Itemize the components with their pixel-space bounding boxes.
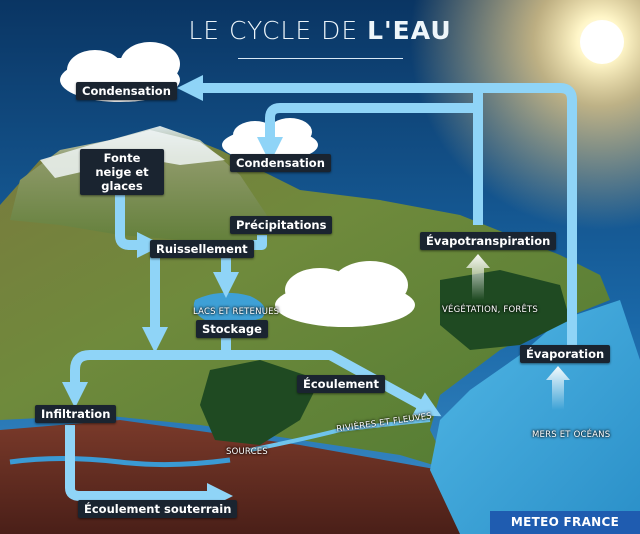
arrow-infiltration-down <box>65 425 233 509</box>
label-stockage: Stockage <box>196 320 268 338</box>
cloud-center <box>275 261 415 327</box>
transpiration-rise-arrow <box>466 254 490 300</box>
brand-logo: METEO FRANCE <box>490 511 640 534</box>
caption-vegetation: VÉGÉTATION, FORÊTS <box>442 305 539 315</box>
arrow-stockage-down <box>62 335 231 408</box>
label-condensation-mid: Condensation <box>230 154 331 172</box>
evap-indicators <box>466 254 570 410</box>
label-precipitations: Précipitations <box>230 216 333 234</box>
title-highlight: L'EAU <box>367 16 452 45</box>
arrow-condensation-down <box>257 103 478 163</box>
label-ecoulement: Écoulement <box>297 375 385 393</box>
label-infiltration: Infiltration <box>35 405 117 423</box>
caption-lacs: LACS ET RETENUES <box>193 307 280 317</box>
label-evapotranspiration: Évapotranspiration <box>420 232 557 250</box>
sun <box>580 20 624 64</box>
arrow-evaporation-up <box>177 75 577 345</box>
caption-sources: SOURCES <box>226 447 268 457</box>
label-fonte: Fonte neige et glaces <box>80 149 164 195</box>
title-underline <box>238 58 403 59</box>
evaporation-rise-arrow <box>546 366 570 410</box>
caption-mers: MERS ET OCÉANS <box>532 430 611 440</box>
groundwater <box>9 456 231 468</box>
forest-left <box>200 360 320 445</box>
arrow-ecoulement <box>226 350 442 417</box>
flow-arrows <box>62 75 577 509</box>
page-title: LE CYCLE DE L'EAU <box>0 16 640 45</box>
title-prefix: LE CYCLE DE <box>188 16 368 45</box>
label-ruissellement: Ruissellement <box>150 240 254 258</box>
label-condensation-top: Condensation <box>76 82 177 100</box>
label-ecoulement-souterrain: Écoulement souterrain <box>78 500 238 518</box>
lake <box>193 292 266 324</box>
river <box>249 418 431 452</box>
arrow-precipitations <box>250 235 267 250</box>
arrow-fonte-down <box>115 180 163 258</box>
label-evaporation: Évaporation <box>520 345 611 363</box>
